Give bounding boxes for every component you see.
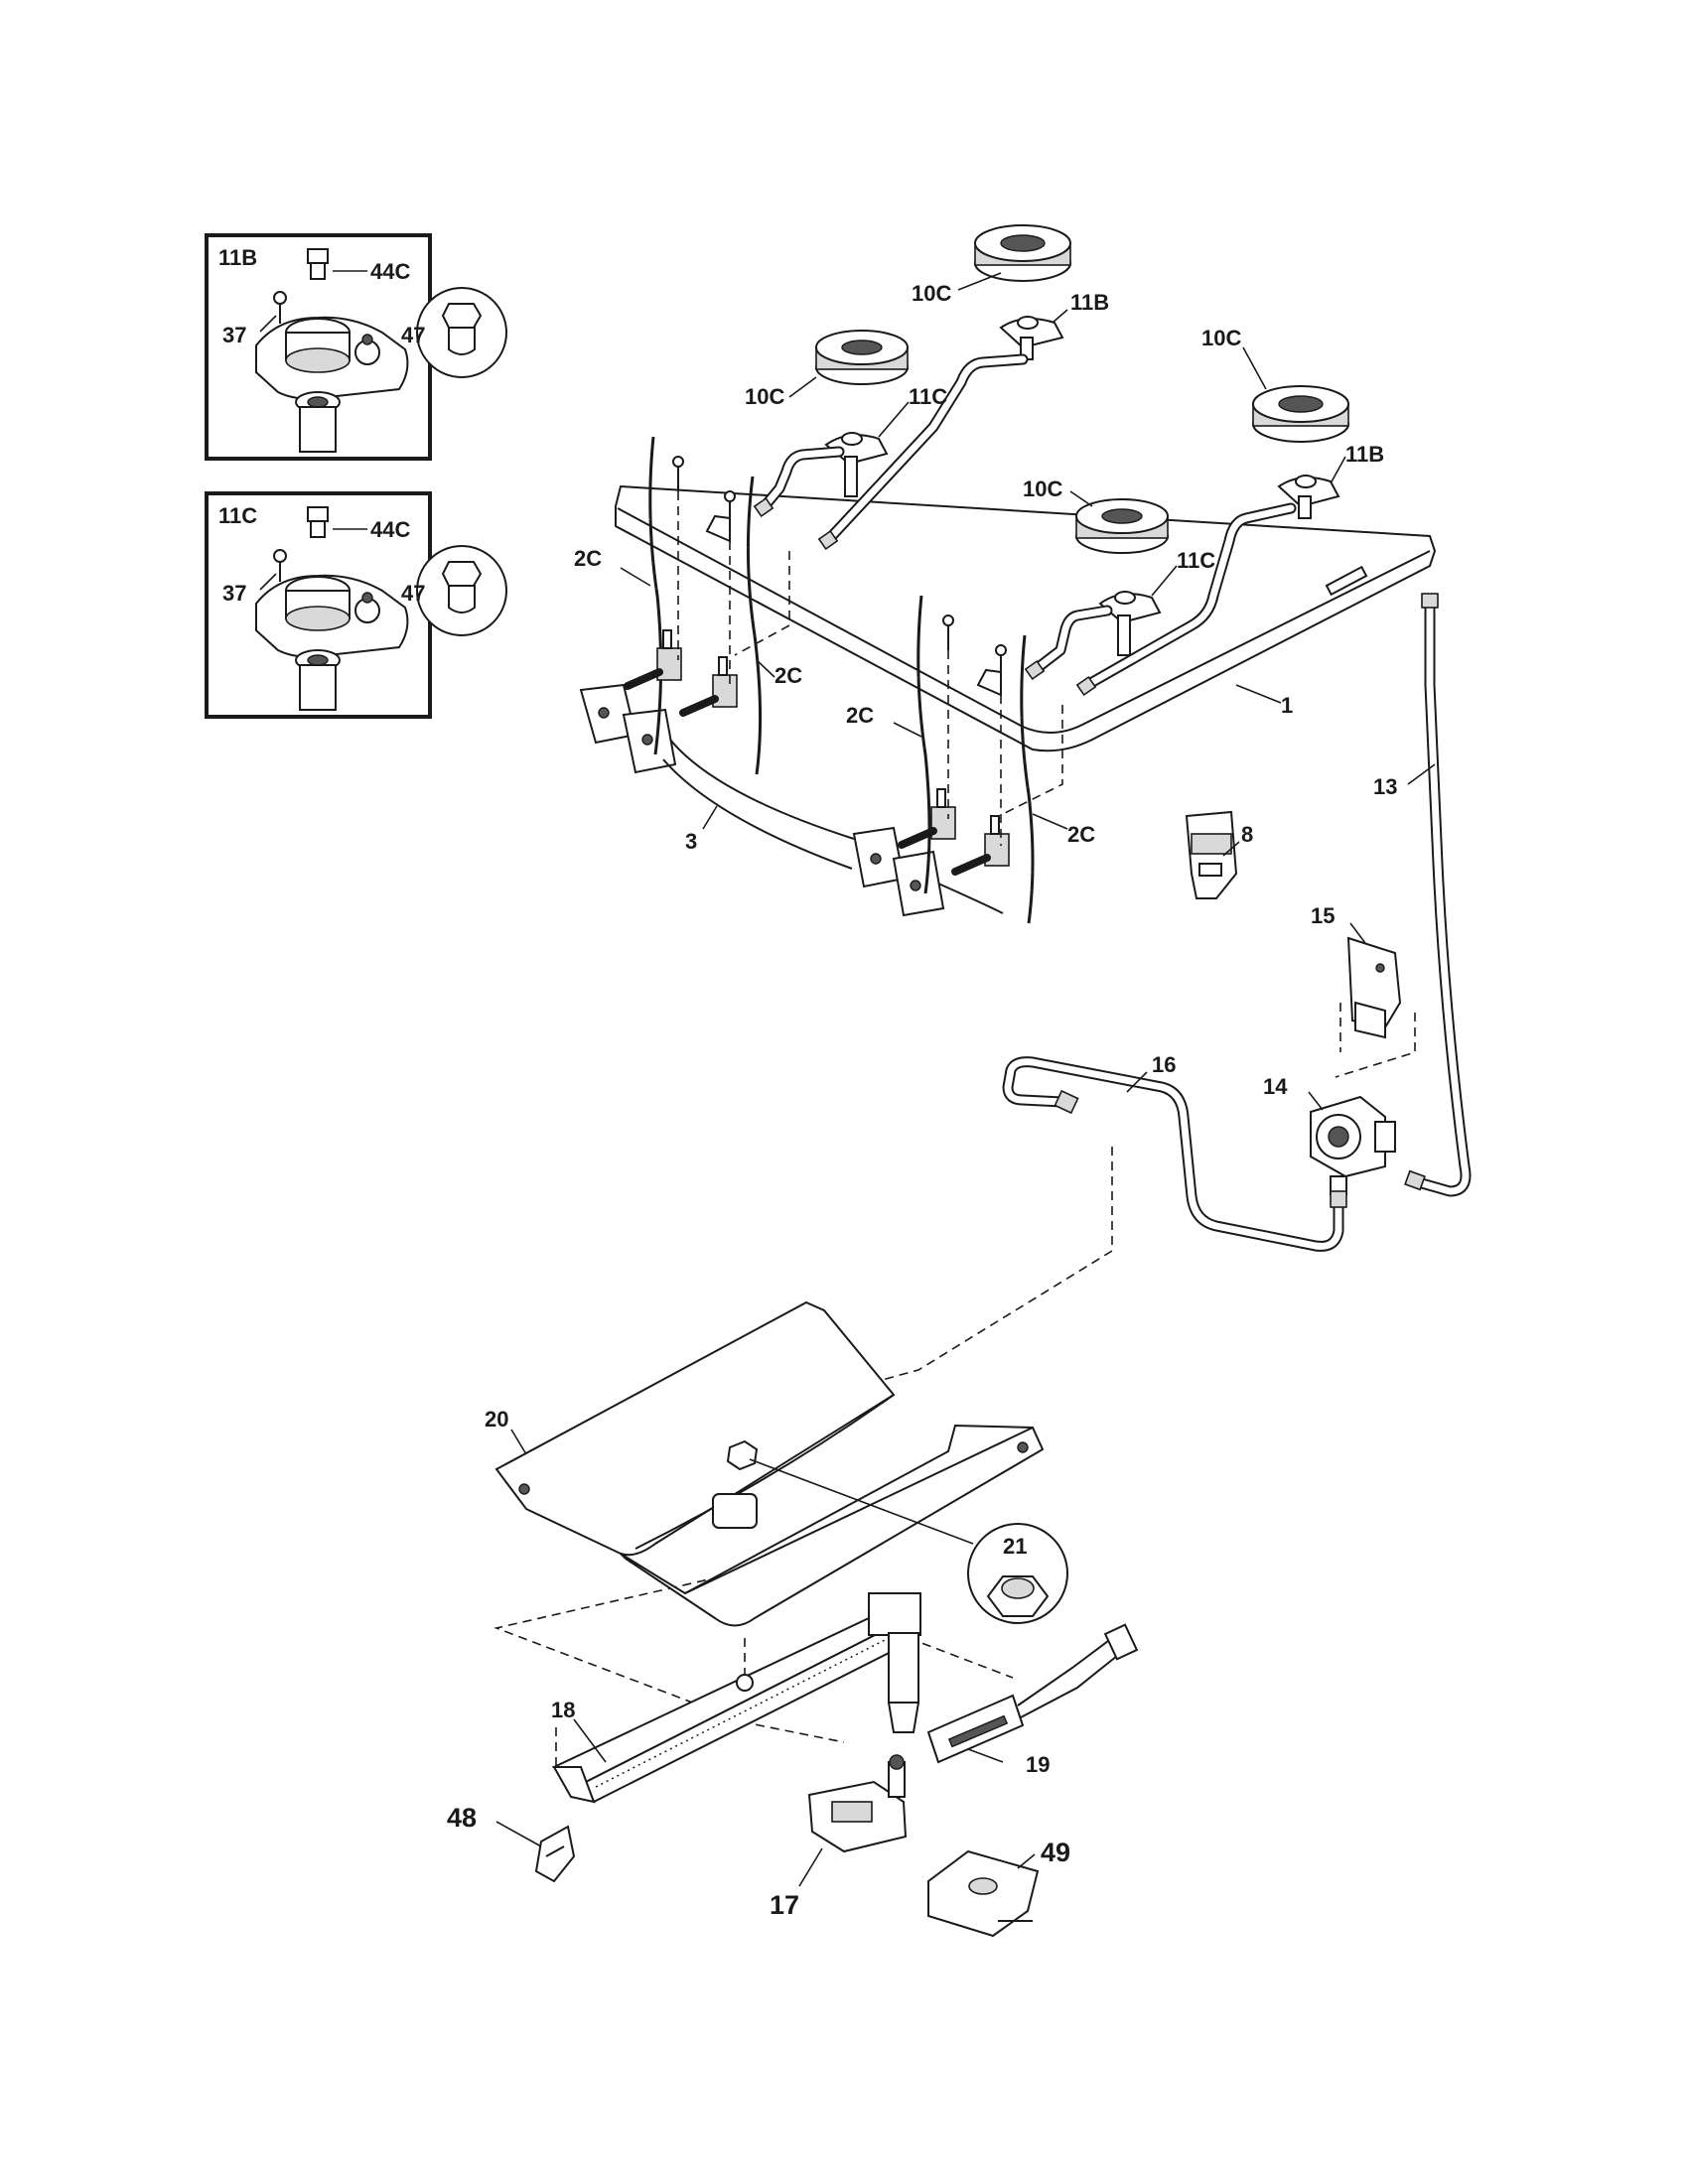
surface-burners: [753, 224, 1349, 697]
holder-right: [1277, 475, 1340, 519]
callout-holder-front: 11C: [1177, 548, 1215, 573]
regulator-bracket: [1346, 936, 1402, 1039]
callout-manifold-frame: 1: [1281, 693, 1293, 718]
callout-burner-rear-right-top: 10C: [912, 281, 951, 306]
oven-burner: [551, 1592, 921, 1804]
burner-valves: [624, 456, 1010, 876]
oven-tube: [1002, 1056, 1347, 1252]
oven-baffle: [494, 1300, 1045, 1627]
callout-labels: 10C 11B 10C 11C 10C 11B 10C 11C 2C 2C 2C…: [447, 281, 1397, 1920]
callout-pressure-regulator: 14: [1263, 1074, 1288, 1099]
callout-wire-left-a: 2C: [574, 546, 602, 571]
pressure-regulator: [1310, 1095, 1396, 1195]
manifold-frame: [615, 484, 1437, 752]
leader-lines: [495, 272, 1436, 1887]
holder-front: [1098, 591, 1162, 656]
inset-11c-title: 11C: [218, 503, 257, 528]
callout-burner-front-right: 10C: [1023, 477, 1062, 501]
callout-baffle-nut: 21: [1003, 1534, 1027, 1559]
oven-valve: [807, 1754, 908, 1853]
igniter: [926, 1623, 1139, 1764]
callout-valve-shield: 49: [1041, 1838, 1070, 1867]
callout-burner-rear-left: 10C: [745, 384, 784, 409]
callout-regulator-bracket: 15: [1311, 903, 1335, 928]
callout-holder-top: 11B: [1070, 290, 1109, 315]
assembly-lines: [493, 491, 1416, 1772]
inset-11c-orifice-label: 47: [401, 581, 425, 606]
inset-11b-title: 11B: [218, 245, 257, 270]
callout-supply-tube: 13: [1373, 774, 1397, 799]
callout-wire-right-b: 2C: [1067, 822, 1095, 847]
callout-oven-burner: 18: [551, 1698, 575, 1722]
valve-bracket: [579, 683, 1004, 917]
inset-11c-cap-label: 44C: [370, 517, 410, 542]
spark-module: [1185, 810, 1238, 899]
burner-front-right: [1075, 498, 1169, 554]
supply-tube: [1404, 593, 1472, 1197]
callout-oven-tube: 16: [1152, 1052, 1176, 1077]
callout-spark-module: 8: [1241, 822, 1253, 847]
callout-wire-right-a: 2C: [846, 703, 874, 728]
inset-11b-cap-label: 44C: [370, 259, 410, 284]
callout-oven-valve: 17: [770, 1890, 799, 1920]
holder-left: [824, 432, 889, 497]
inset-11c: 11C 44C 37 47: [205, 491, 507, 719]
callout-holder-left: 11C: [909, 384, 947, 409]
callout-valve-bracket: 3: [685, 829, 697, 854]
burner-clip: [534, 1825, 576, 1883]
callout-holder-right: 11B: [1345, 442, 1384, 467]
callout-oven-baffle: 20: [485, 1407, 508, 1432]
callout-burner-right: 10C: [1201, 326, 1241, 350]
inset-11b-orifice-label: 47: [401, 323, 425, 347]
holder-top: [999, 316, 1064, 360]
valve-shield: [927, 1849, 1040, 1938]
burner-rear-right-top: [974, 224, 1071, 282]
inset-11b: 11B 44C 37 47: [205, 233, 507, 461]
inset-11c-screw-label: 37: [222, 581, 246, 606]
burner-right: [1252, 385, 1349, 443]
callout-igniter: 19: [1026, 1752, 1050, 1777]
spark-wires: [648, 436, 1035, 924]
baffle-nut-detail: [967, 1523, 1068, 1624]
inset-11b-screw-label: 37: [222, 323, 246, 347]
callout-burner-clip: 48: [447, 1803, 477, 1833]
burner-rear-left: [815, 330, 909, 385]
callout-wire-left-b: 2C: [774, 663, 802, 688]
